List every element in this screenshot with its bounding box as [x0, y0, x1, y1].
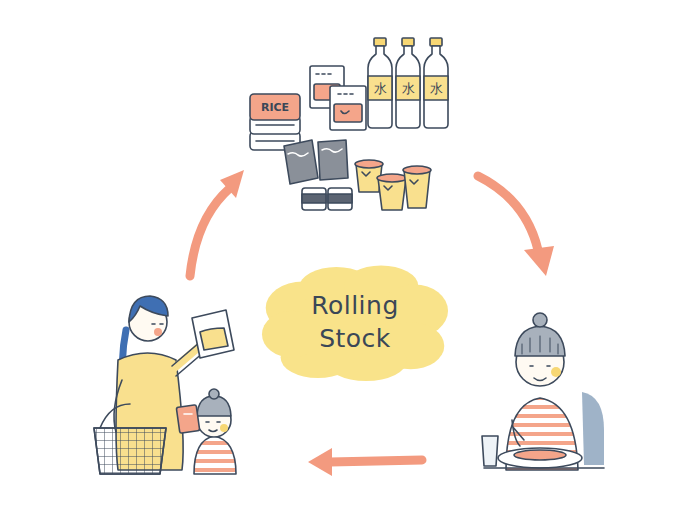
arrow-head	[220, 170, 554, 476]
child-eating	[484, 467, 604, 469]
bottle-label: 水	[374, 82, 387, 95]
child-shopping	[194, 436, 236, 474]
cup-noodle	[404, 170, 430, 208]
retort-pouch	[318, 140, 348, 180]
water-bottle	[430, 38, 442, 46]
cup-noodle	[355, 160, 383, 168]
canned-food	[328, 194, 352, 203]
pack-label: RICE	[261, 102, 289, 113]
child-eating	[551, 367, 561, 377]
child-eating	[482, 436, 498, 466]
food-box	[338, 94, 353, 114]
cup-noodle	[355, 160, 431, 210]
child-eating	[533, 313, 547, 327]
child-shopping	[209, 389, 219, 399]
water-bottle	[368, 46, 392, 128]
child-shopping	[176, 389, 236, 474]
child-shopping	[206, 422, 220, 432]
food-box	[334, 104, 362, 122]
cup-noodle	[362, 172, 418, 190]
water-bottle	[396, 46, 420, 128]
retort-pouch	[322, 149, 342, 152]
child-eating	[582, 392, 604, 465]
food-box	[316, 73, 331, 75]
cup-noodle	[377, 174, 407, 182]
arrow-head	[220, 170, 244, 198]
mother-shopping	[94, 428, 166, 474]
child-eating	[512, 420, 524, 446]
food-box	[330, 86, 366, 130]
child-eating	[498, 448, 582, 468]
child-eating	[514, 450, 566, 460]
mother-shopping	[129, 296, 168, 322]
child-eating	[515, 326, 565, 356]
canned-food	[302, 188, 352, 210]
canned-food	[302, 188, 326, 210]
rice-pack	[250, 94, 300, 120]
rice-pack	[256, 125, 294, 141]
cup-noodle	[403, 166, 431, 174]
retort-pouch	[284, 140, 348, 184]
arrow-head	[308, 448, 332, 476]
child-shopping	[176, 405, 199, 434]
child-shopping	[184, 413, 192, 415]
cycle-arrow	[190, 188, 230, 276]
bottle-label: 水	[402, 82, 415, 95]
retort-pouch	[284, 140, 318, 184]
retort-pouch	[288, 153, 308, 156]
water-bottle	[424, 76, 448, 100]
mother-shopping	[152, 323, 163, 325]
food-box	[310, 66, 366, 130]
water-bottle	[402, 38, 414, 46]
child-eating	[482, 313, 604, 470]
child-eating	[522, 336, 558, 354]
water-bottle	[424, 46, 448, 128]
child-shopping	[220, 424, 228, 432]
mother-shopping	[200, 328, 228, 350]
cloud-title: Rolling Stock	[296, 290, 414, 355]
water-bottle	[374, 38, 386, 46]
child-eating	[530, 366, 550, 381]
mother-shopping	[154, 328, 162, 336]
mother-shopping	[192, 310, 234, 358]
canned-food	[328, 188, 352, 210]
water-bottle	[396, 76, 420, 100]
cloud-shape	[262, 264, 448, 381]
cloud-bubble: Rolling Stock	[262, 264, 448, 381]
canned-food	[302, 194, 326, 203]
water-bottle	[368, 76, 392, 100]
water-bottle	[368, 38, 448, 128]
cycle-arrow	[330, 460, 422, 462]
arrow-head	[524, 246, 554, 276]
mother-shopping	[100, 404, 130, 428]
cycle-arrow	[478, 176, 538, 250]
mother-shopping	[94, 428, 166, 474]
rice-pack	[250, 94, 300, 150]
bottle-label: 水	[430, 82, 443, 95]
cycle-arrow	[190, 176, 538, 462]
